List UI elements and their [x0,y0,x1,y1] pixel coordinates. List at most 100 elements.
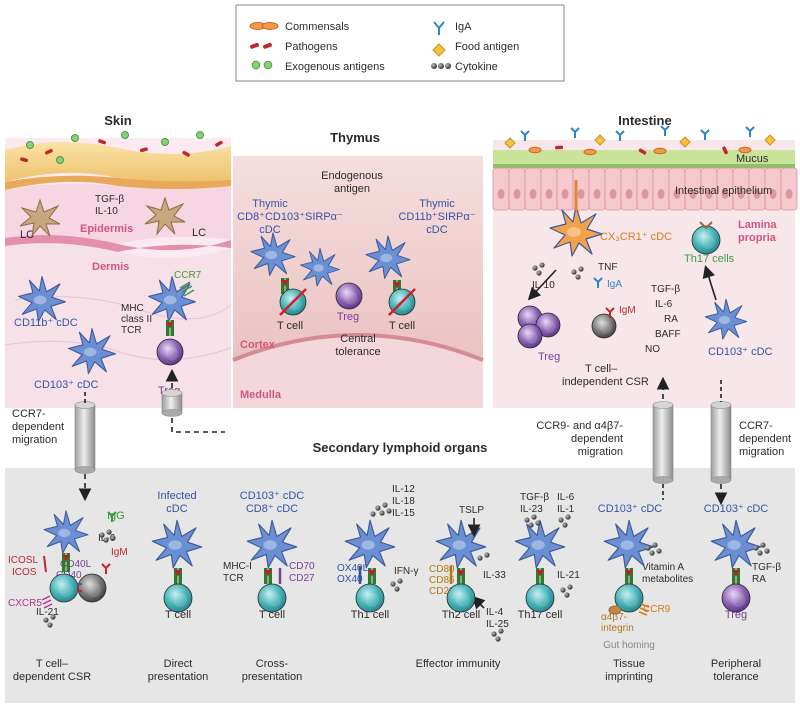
epithelium-cells [492,167,798,211]
dc-highlight [727,540,741,550]
cylinder-skin [74,401,96,474]
exogenous-antigen-icon [263,60,273,70]
cell-body [517,323,543,349]
cytokine-dot [50,614,56,620]
dc-body [250,232,296,276]
pathogen-icon [262,42,272,49]
ox40-label: OX40 [337,574,363,585]
epithelial-nucleus [577,189,585,199]
icos-bar [43,555,47,573]
commensal [738,146,752,154]
th17-il1-label: IL-1 [557,504,575,515]
epithelial-nucleus [625,189,633,199]
intestine-treg-3 [517,323,543,349]
lamina-label: Lamina [738,219,777,231]
ccr7-label: CCR7 [174,270,202,281]
dc-body [246,519,298,569]
dc-highlight [33,295,47,305]
intestine-iga-label: IgA [607,279,622,290]
mhc-bar [62,553,66,572]
cell-nucleus [59,583,74,598]
tcr-bar [268,568,272,584]
cell-body [77,573,107,603]
cylinder-top [652,401,674,409]
antigen-label: antigen [334,183,370,195]
cytokine-dot [43,617,49,623]
cell-body [355,583,385,613]
cytokine-dot [99,532,105,538]
thymus-deletion-left [279,288,307,316]
intestine-title: Intestine [618,113,671,128]
infected-cdc-label: cDC [166,503,187,515]
lc-label-right: LC [192,227,206,239]
cross-top-2: CD8⁺ cDC [246,503,298,515]
dc-body [300,248,340,287]
cell-nucleus [599,321,612,334]
cell-body [614,583,644,613]
migration-right-1: CCR7- [739,420,773,432]
cytokine-dot [558,517,564,523]
il25-label: IL-25 [486,619,509,630]
arrow-to-th17 [702,264,717,301]
cytokine-icon [445,63,451,69]
direct-caption-2: presentation [148,671,209,683]
cell-nucleus [543,320,556,333]
epithelial-nucleus [497,189,505,199]
pathogen [638,148,647,155]
csr-il21-dots [43,614,56,628]
cytokine-dot [528,522,534,528]
cylinder-bottom [161,409,183,417]
cx3cr1-label: CX₃CR1⁺ cDC [600,231,672,243]
skin-title: Skin [104,113,132,128]
intestine-th17-cell [691,225,721,255]
intestine-b-cell [591,313,617,339]
th17-dendritic-cell [514,519,566,569]
dc-body [514,519,566,569]
csr-il21-label: IL-21 [36,607,59,618]
il4-arrow [471,595,486,610]
dc-highlight [620,540,634,550]
epithelial-nucleus [673,189,681,199]
tissue-dendritic-cell [603,519,655,569]
migration-left-3: migration [12,434,57,446]
th1-dendritic-cell [344,519,396,569]
cell-shapes [18,125,776,642]
mhc-bar [368,568,372,584]
cell-body [721,583,751,613]
propria-label: propria [738,232,777,244]
mucus-label: Mucus [736,153,769,165]
cross-mhc-tcr [264,568,272,584]
vita-label: Vitamin A [642,562,684,573]
dc-body [603,519,655,569]
csr-caption-2: dependent CSR [13,671,91,683]
cell-body [446,583,476,613]
thymic-cd8-dc [250,232,296,276]
migration-mid-3: migration [578,446,623,458]
tcr-bar [736,568,740,584]
igg-icon [107,511,117,522]
tcr-bar [397,280,401,294]
cytokine-dot [47,622,53,628]
cytokine-dot [370,511,376,517]
peripheral-cytokine-dots [753,542,770,556]
th2-mhc-tcr [457,568,465,584]
cytokine-dot [531,514,537,520]
cytokine-dot [645,545,651,551]
food-antigen-icon [432,43,446,57]
legend-pathogens: Pathogens [285,41,338,53]
epithelial-nucleus [545,189,553,199]
migration-right-3: migration [739,446,784,458]
cxcr5-receptor [41,595,53,609]
cytokine-dot [539,262,545,268]
th2-label: Th2 cell [442,609,481,621]
th1-cytokine-dots [370,502,392,517]
dc-body [365,235,411,279]
thymus-treg: Treg [337,311,359,323]
factor-il6: IL-6 [655,299,673,310]
cross-tcr-label: TCR [223,573,244,584]
dc-highlight [265,250,278,260]
epithelial-nucleus [769,189,777,199]
ifng-dots [390,578,403,592]
commensal [653,147,667,155]
effector-caption: Effector immunity [416,658,501,670]
